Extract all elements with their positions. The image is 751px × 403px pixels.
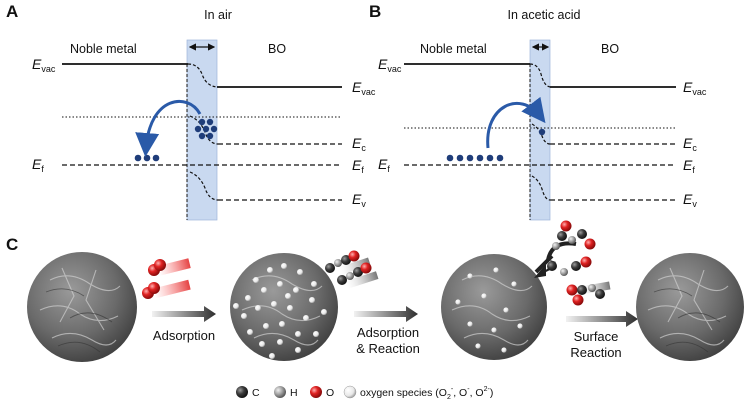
- panel-b-right-label: BO: [601, 42, 619, 56]
- legend-oxygen-label: O: [326, 387, 334, 399]
- panel-c-letter: C: [6, 235, 18, 254]
- step-2-label-line-1: Adsorption: [357, 325, 419, 340]
- adsorbed-oxygen-species: [233, 263, 327, 359]
- panel-a-ef-right: Ef: [352, 157, 364, 175]
- panel-b-interface-electron: [538, 128, 546, 136]
- legend-hydrogen-label: H: [290, 387, 298, 399]
- panel-a-ec-label: Ec: [352, 135, 366, 153]
- panel-a-metal-electrons: [134, 154, 160, 162]
- panel-a-title: In air: [204, 8, 232, 22]
- step-1-label: Adsorption: [153, 328, 215, 343]
- panel-a-vacuum-bend: [187, 63, 218, 88]
- panel-b-ev-label: Ev: [683, 191, 697, 209]
- hydrogen-legend-icon: [274, 386, 286, 398]
- panel-b: B In acetic acid Noble metal BO Evac Eva…: [369, 2, 707, 221]
- process-arrow-1: [152, 306, 216, 322]
- process-arrow-3: [566, 311, 638, 327]
- panel-b-transfer-arrow: [486, 96, 546, 149]
- panel-b-vacuum-bend: [529, 63, 551, 88]
- panel-b-ef-right: Ef: [683, 157, 695, 175]
- reaction-products: [534, 220, 611, 306]
- process-arrow-2: [354, 306, 418, 322]
- panel-a-left-label: Noble metal: [70, 42, 137, 56]
- remaining-oxygen-species: [455, 267, 523, 353]
- panel-a-ev-label: Ev: [352, 191, 366, 209]
- panel-a-evac-left: Evac: [32, 56, 56, 74]
- panel-b-title: In acetic acid: [508, 8, 581, 22]
- panel-b-evac-left: Evac: [378, 56, 402, 74]
- oxygen-species-legend-icon: [343, 385, 357, 399]
- panel-b-letter: B: [369, 2, 381, 21]
- sphere-reacting-3: [441, 254, 547, 360]
- panel-b-valence-bend: [531, 175, 551, 201]
- panel-b-ef-left: Ef: [378, 156, 390, 174]
- panel-b-evac-right: Evac: [683, 79, 707, 97]
- incoming-acetic-acid-molecules: [325, 250, 379, 289]
- sphere-restored-4: [636, 253, 744, 361]
- panel-b-metal-electrons: [446, 154, 504, 162]
- panel-a-right-label: BO: [268, 42, 286, 56]
- panel-a-transfer-arrow: [135, 99, 202, 157]
- panel-a-ef-left: Ef: [32, 156, 44, 174]
- legend: C H O oxygen species (O2-, O-, O2-): [236, 385, 493, 401]
- panel-a-evac-right: Evac: [352, 79, 376, 97]
- step-2-label-line-2: & Reaction: [356, 341, 420, 356]
- panel-a: A In air Noble metal BO Evac Evac Ec Ef …: [6, 2, 376, 221]
- panel-a-valence-bend: [189, 171, 219, 201]
- panel-b-conduction-bend: [531, 123, 551, 145]
- carbon-legend-icon: [236, 386, 248, 398]
- incoming-oxygen-molecules: [142, 258, 191, 299]
- sphere-adsorbed-2: [230, 253, 338, 361]
- oxygen-legend-icon: [310, 386, 322, 398]
- panel-b-ec-label: Ec: [683, 135, 697, 153]
- legend-oxygen-species-label: oxygen species (O2-, O-, O2-): [360, 386, 493, 401]
- step-3-label-line-1: Surface: [574, 329, 619, 344]
- legend-carbon-label: C: [252, 387, 260, 399]
- panel-b-left-label: Noble metal: [420, 42, 487, 56]
- sphere-pristine-1: [27, 252, 137, 362]
- panel-c: C Adsorption: [6, 220, 744, 401]
- panel-a-letter: A: [6, 2, 18, 21]
- step-3-label-line-2: Reaction: [570, 345, 621, 360]
- panel-a-interface-electrons: [194, 118, 218, 140]
